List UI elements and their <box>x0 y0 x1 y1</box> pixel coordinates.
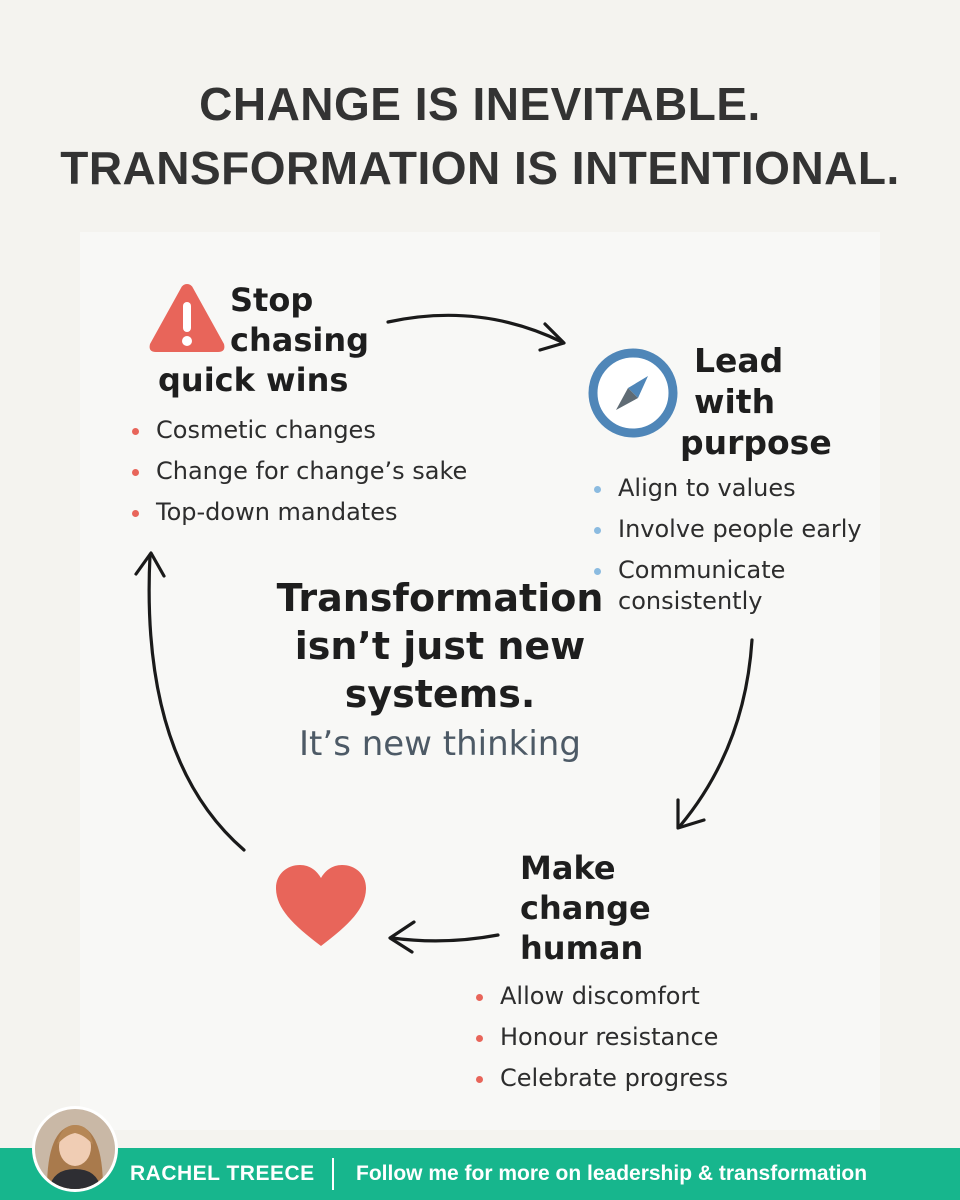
warning-icon <box>149 284 225 352</box>
stage-human-title-line-2: change <box>520 889 651 927</box>
list-item: Align to values <box>592 468 862 509</box>
stage-stop-title-line-3: quick wins <box>158 361 349 399</box>
stage-stop-title: Stop chasing quick wins <box>158 280 369 400</box>
heart-icon-wrap <box>272 862 370 954</box>
stage-lead-title-line-1: Lead <box>694 341 784 380</box>
headline-line-2: TRANSFORMATION IS INTENTIONAL. <box>60 142 900 194</box>
stage-human-title-line-3: human <box>520 929 644 967</box>
stage-human-title: Make change human <box>520 848 651 968</box>
avatar <box>32 1106 118 1192</box>
center-line-3: systems. <box>344 672 536 716</box>
stage-lead-bullets: Align to values Involve people early Com… <box>592 468 862 616</box>
stage-stop-title-line-1: Stop <box>230 281 314 319</box>
compass-icon <box>588 348 678 438</box>
stage-lead-title: Lead with purpose <box>680 340 832 463</box>
center-line-1: Transformation <box>276 576 604 620</box>
list-item-continuation: consistently <box>618 587 763 615</box>
footer-divider <box>332 1158 334 1190</box>
center-subline: It’s new thinking <box>299 724 581 764</box>
footer-bar: RACHEL TREECE Follow me for more on lead… <box>0 1148 960 1200</box>
stage-lead-title-line-2: with <box>694 382 776 421</box>
list-item: Top-down mandates <box>130 492 467 533</box>
list-item: Involve people early <box>592 509 862 550</box>
warning-icon-wrap <box>146 280 228 360</box>
headline-line-1: CHANGE IS INEVITABLE. <box>199 78 761 130</box>
stage-stop-bullets: Cosmetic changes Change for change’s sak… <box>130 410 467 533</box>
center-line-2: isn’t just new <box>294 624 586 668</box>
heart-icon <box>276 865 366 946</box>
stage-human-bullets: Allow discomfort Honour resistance Celeb… <box>474 976 728 1099</box>
list-item: Change for change’s sake <box>130 451 467 492</box>
list-item: Celebrate progress <box>474 1058 728 1099</box>
avatar-portrait-icon <box>35 1109 115 1189</box>
headline: CHANGE IS INEVITABLE. TRANSFORMATION IS … <box>0 72 960 200</box>
list-item: Honour resistance <box>474 1017 728 1058</box>
stage-lead-title-line-3: purpose <box>680 423 832 462</box>
stage-human-title-line-1: Make <box>520 849 616 887</box>
list-item: Allow discomfort <box>474 976 728 1017</box>
center-message: Transformation isn’t just new systems. I… <box>270 574 610 768</box>
author-name: RACHEL TREECE <box>130 1162 315 1185</box>
center-main: Transformation isn’t just new systems. <box>270 574 610 718</box>
compass-icon-wrap <box>586 346 680 444</box>
list-item: Communicate <box>592 550 862 586</box>
footer-tagline: Follow me for more on leadership & trans… <box>356 1162 868 1185</box>
stage-stop-title-line-2: chasing <box>230 321 370 359</box>
list-item: Cosmetic changes <box>130 410 467 451</box>
